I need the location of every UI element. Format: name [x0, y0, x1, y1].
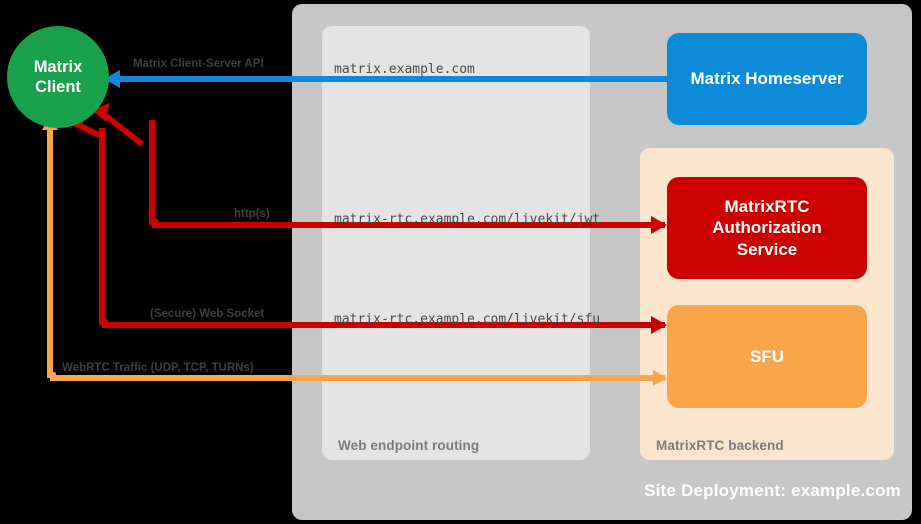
auth-service-label-line2: Authorization — [712, 218, 822, 238]
sfu-label: SFU — [750, 346, 784, 366]
matrix-client-node[interactable]: Matrix Client — [7, 26, 109, 128]
connector-jwt-line-v — [149, 120, 155, 225]
connector-ws-line-h — [102, 322, 665, 328]
matrixrtc-authorization-service-node[interactable]: MatrixRTC Authorization Service — [667, 177, 867, 279]
connector-webrtc-elbow — [47, 372, 56, 378]
connector-jwt-elbow — [149, 219, 158, 225]
web-endpoint-routing-panel — [322, 26, 590, 460]
endpoint-label-jwt: matrix-rtc.example.com/livekit/jwt — [334, 212, 601, 227]
matrix-client-label-line2: Client — [35, 78, 81, 96]
matrixrtc-backend-label: MatrixRTC backend — [656, 438, 784, 453]
matrix-client-label-line1: Matrix — [33, 57, 83, 76]
edge-label-webrtc: WebRTC Traffic (UDP, TCP, TURNs) — [62, 362, 254, 374]
connector-jwt-line-h — [152, 222, 665, 228]
connector-cs-api-line — [120, 76, 667, 82]
connector-webrtc-arrowhead-sfu — [653, 370, 667, 386]
matrix-homeserver-label: Matrix Homeserver — [690, 69, 844, 89]
connector-webrtc-line-v — [47, 128, 53, 378]
connector-ws-line-v — [99, 128, 105, 325]
web-endpoint-routing-label: Web endpoint routing — [338, 438, 480, 453]
connector-jwt-arrowhead-service — [651, 216, 667, 234]
connector-webrtc-line-h — [50, 375, 665, 381]
edge-label-websocket: (Secure) Web Socket — [150, 308, 265, 320]
endpoint-label-sfu: matrix-rtc.example.com/livekit/sfu — [334, 312, 601, 327]
auth-service-label-line1: MatrixRTC — [724, 197, 810, 217]
auth-service-label-line3: Service — [736, 239, 798, 259]
connector-ws-arrowhead-sfu — [651, 316, 667, 334]
edge-label-cs-api: Matrix Client-Server API — [133, 58, 264, 70]
endpoint-label-matrix: matrix.example.com — [334, 62, 475, 77]
connector-jwt-diagonal — [104, 113, 145, 147]
site-deployment-label: Site Deployment: example.com — [644, 481, 901, 500]
matrix-homeserver-node[interactable]: Matrix Homeserver — [667, 33, 867, 125]
sfu-node[interactable]: SFU — [667, 305, 867, 408]
edge-label-https: http(s) — [234, 208, 270, 220]
connector-ws-elbow — [99, 319, 108, 325]
